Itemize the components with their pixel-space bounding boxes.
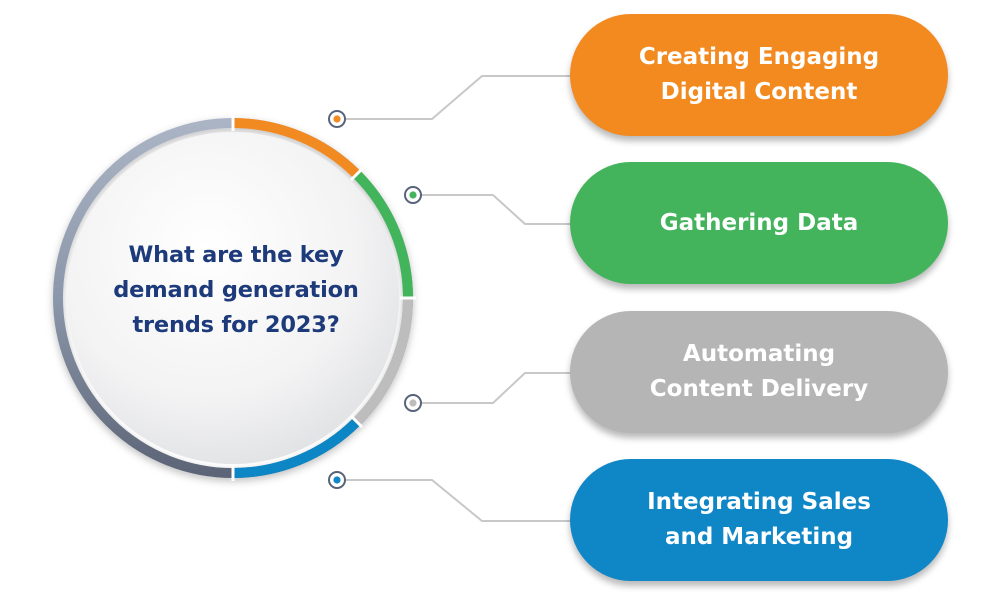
center-question: What are the key demand generation trend… xyxy=(92,238,380,343)
connector-line-3 xyxy=(414,372,571,404)
ring-segment-orange xyxy=(232,118,361,178)
connector-line-4 xyxy=(338,479,571,522)
trend-automating-content-delivery: Automating Content Delivery xyxy=(570,311,948,433)
trend-3-line-1: Automating xyxy=(682,341,836,367)
trend-4-line-2: and Marketing xyxy=(664,524,854,550)
center-question-line-1: What are the key xyxy=(128,242,344,268)
center-question-line-2: demand generation xyxy=(113,277,359,303)
trend-gathering-data: Gathering Data xyxy=(570,162,948,284)
connectors xyxy=(338,75,571,522)
center-circle xyxy=(67,132,399,464)
ring-gaps xyxy=(231,115,416,481)
center-question-line-3: trends for 2023? xyxy=(132,312,340,338)
trend-creating-engaging-digital-content: Creating Engaging Digital Content xyxy=(570,14,948,136)
connector-dots xyxy=(328,110,422,489)
connector-line-2 xyxy=(414,194,571,225)
trend-integrating-sales-and-marketing: Integrating Sales and Marketing xyxy=(570,459,948,581)
connector-line-1 xyxy=(342,75,571,120)
dot-1 xyxy=(328,110,346,128)
trend-1-line-1: Creating Engaging xyxy=(638,44,880,70)
ring-segment-blue xyxy=(232,418,361,478)
ring-segment-gray xyxy=(353,297,413,426)
dot-2 xyxy=(404,186,422,204)
ring-segment-green xyxy=(353,170,413,299)
trend-1-line-2: Digital Content xyxy=(660,79,858,105)
trend-3-line-2: Content Delivery xyxy=(649,376,869,402)
dot-3 xyxy=(404,394,422,412)
trend-4-line-1: Integrating Sales xyxy=(647,489,871,515)
dot-4 xyxy=(328,471,346,489)
trend-2-line-1: Gathering Data xyxy=(659,209,859,236)
